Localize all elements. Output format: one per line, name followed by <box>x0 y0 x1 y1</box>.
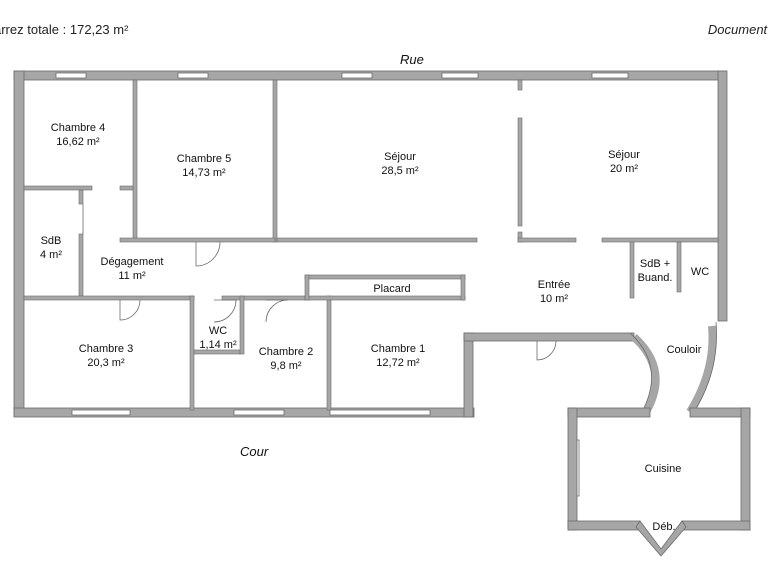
room-cuisine-name: Cuisine <box>645 463 682 475</box>
street-label-bottom: Cour <box>240 444 269 459</box>
room-sejour2-name: Séjour <box>608 149 640 161</box>
room-wc1-name: WC <box>691 266 709 278</box>
room-chambre5-area: 14,73 m² <box>182 167 226 179</box>
room-sejour1-name: Séjour <box>384 151 416 163</box>
room-chambre1-area: 12,72 m² <box>376 357 420 369</box>
room-sejour1-area: 28,5 m² <box>381 165 419 177</box>
room-chambre4-name: Chambre 4 <box>51 122 105 134</box>
room-sdb-name: SdB <box>41 235 62 247</box>
room-labels: Chambre 4 16,62 m² Chambre 5 14,73 m² Sé… <box>40 122 709 533</box>
room-chambre2-name: Chambre 2 <box>259 346 313 358</box>
room-chambre4-area: 16,62 m² <box>56 136 100 148</box>
room-entree-name: Entrée <box>538 279 570 291</box>
room-chambre5-name: Chambre 5 <box>177 153 231 165</box>
total-area-label: arrez totale : 172,23 m² <box>0 22 129 37</box>
room-sdb-buand-area: Buand. <box>638 272 673 284</box>
room-deb-name: Déb. <box>652 521 675 533</box>
room-wc2-name: WC <box>209 325 227 337</box>
room-chambre3-area: 20,3 m² <box>87 357 125 369</box>
interior-walls <box>23 79 719 411</box>
room-chambre2-area: 9,8 m² <box>270 360 302 372</box>
street-label-top: Rue <box>400 52 424 67</box>
room-degagement-name: Dégagement <box>101 256 164 268</box>
room-chambre3-name: Chambre 3 <box>79 343 133 355</box>
room-couloir-name: Couloir <box>667 344 702 356</box>
room-sejour2-area: 20 m² <box>610 163 638 175</box>
doors <box>82 204 557 361</box>
room-entree-area: 10 m² <box>540 293 568 305</box>
room-wc2-area: 1,14 m² <box>199 339 237 351</box>
curved-walls <box>631 325 717 415</box>
kitchen-walls <box>567 407 751 557</box>
document-label: Document n <box>707 22 768 37</box>
room-sdb-buand-name: SdB + <box>640 258 670 270</box>
room-sdb-area: 4 m² <box>40 249 62 261</box>
room-degagement-area: 11 m² <box>118 270 146 282</box>
room-chambre1-name: Chambre 1 <box>371 343 425 355</box>
room-placard-name: Placard <box>373 283 410 295</box>
